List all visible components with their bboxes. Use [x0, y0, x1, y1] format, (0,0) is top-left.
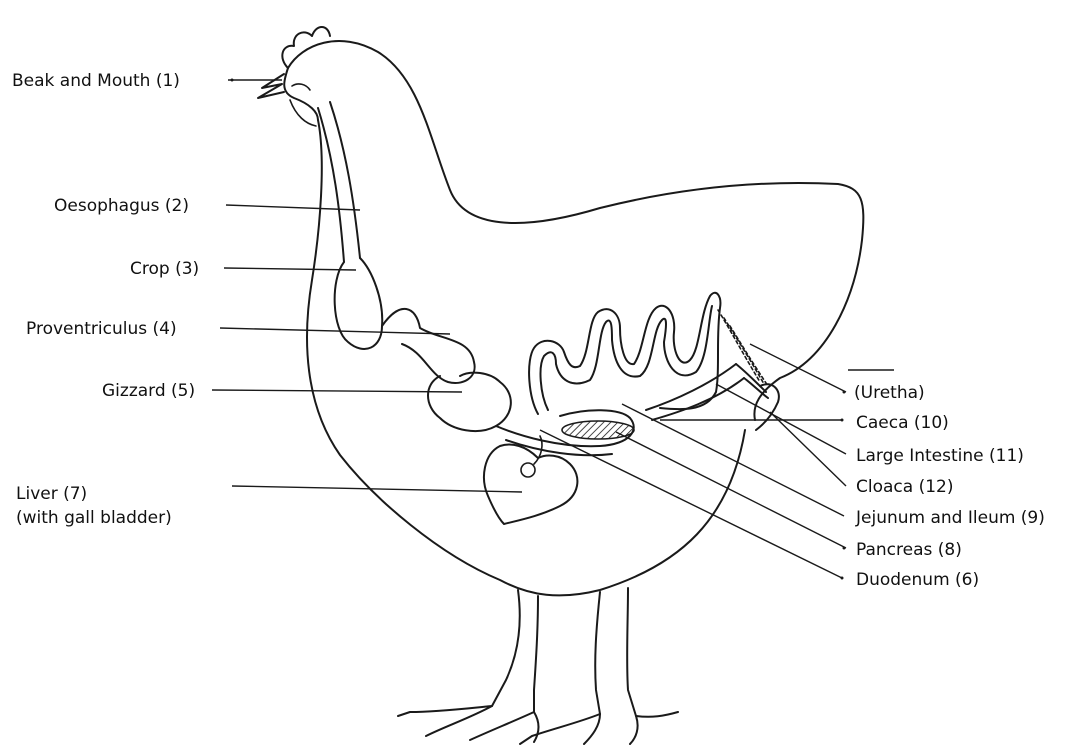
leader-gizzard [212, 390, 462, 392]
label-caeca: Caeca (10) [856, 413, 949, 433]
wattle [290, 100, 316, 126]
leader-liver [232, 486, 522, 492]
comb [282, 27, 330, 68]
leader-dot [231, 79, 234, 82]
leader-jejunum-ileum [622, 404, 844, 516]
leader-dot [843, 547, 846, 550]
leg-right [595, 588, 636, 716]
foot-right [520, 712, 678, 744]
leader-dot [841, 419, 844, 422]
label-duodenum: Duodenum (6) [856, 570, 979, 590]
gizzard-organ [428, 373, 511, 431]
foot-left [398, 706, 539, 742]
back-outline [288, 41, 863, 420]
leader-crop [224, 268, 356, 270]
jejunum-ileum-coils [529, 293, 720, 414]
leader-oesophagus [226, 205, 360, 210]
label-beak-mouth: Beak and Mouth (1) [12, 71, 180, 91]
label-liver-note: (with gall bladder) [16, 508, 172, 528]
beak [258, 74, 284, 98]
label-proventriculus: Proventriculus (4) [26, 319, 177, 339]
leg-left [492, 590, 538, 712]
label-large-intestine: Large Intestine (11) [856, 446, 1024, 466]
label-oesophagus: Oesophagus (2) [54, 196, 189, 216]
digestive-tract [318, 102, 779, 524]
leader-duodenum [540, 430, 842, 578]
leader-large-intestine [716, 384, 846, 454]
uretha-ducts [718, 310, 768, 386]
liver-organ [484, 445, 577, 525]
label-cloaca: Cloaca (12) [856, 477, 953, 497]
proventriculus-organ [382, 309, 475, 383]
leader-lines [212, 79, 894, 580]
label-liver: Liver (7) [16, 484, 87, 504]
label-gizzard: Gizzard (5) [102, 381, 195, 401]
label-pancreas: Pancreas (8) [856, 540, 962, 560]
face-outline [284, 68, 318, 120]
label-uretha: (Uretha) [854, 383, 925, 403]
label-jejunum-ileum: Jejunum and Ileum (9) [855, 508, 1045, 528]
leader-dot [843, 391, 846, 394]
leader-cloaca [770, 412, 846, 486]
leader-proventriculus [220, 328, 450, 334]
gall-bladder [521, 463, 535, 477]
label-crop: Crop (3) [130, 259, 199, 279]
labels: Beak and Mouth (1) Oesophagus (2) Crop (… [12, 71, 1045, 590]
crop-organ [335, 258, 383, 349]
eye [292, 84, 310, 90]
leader-pancreas [616, 432, 846, 548]
oesophagus-tube [318, 102, 360, 262]
leader-dot [841, 577, 844, 580]
